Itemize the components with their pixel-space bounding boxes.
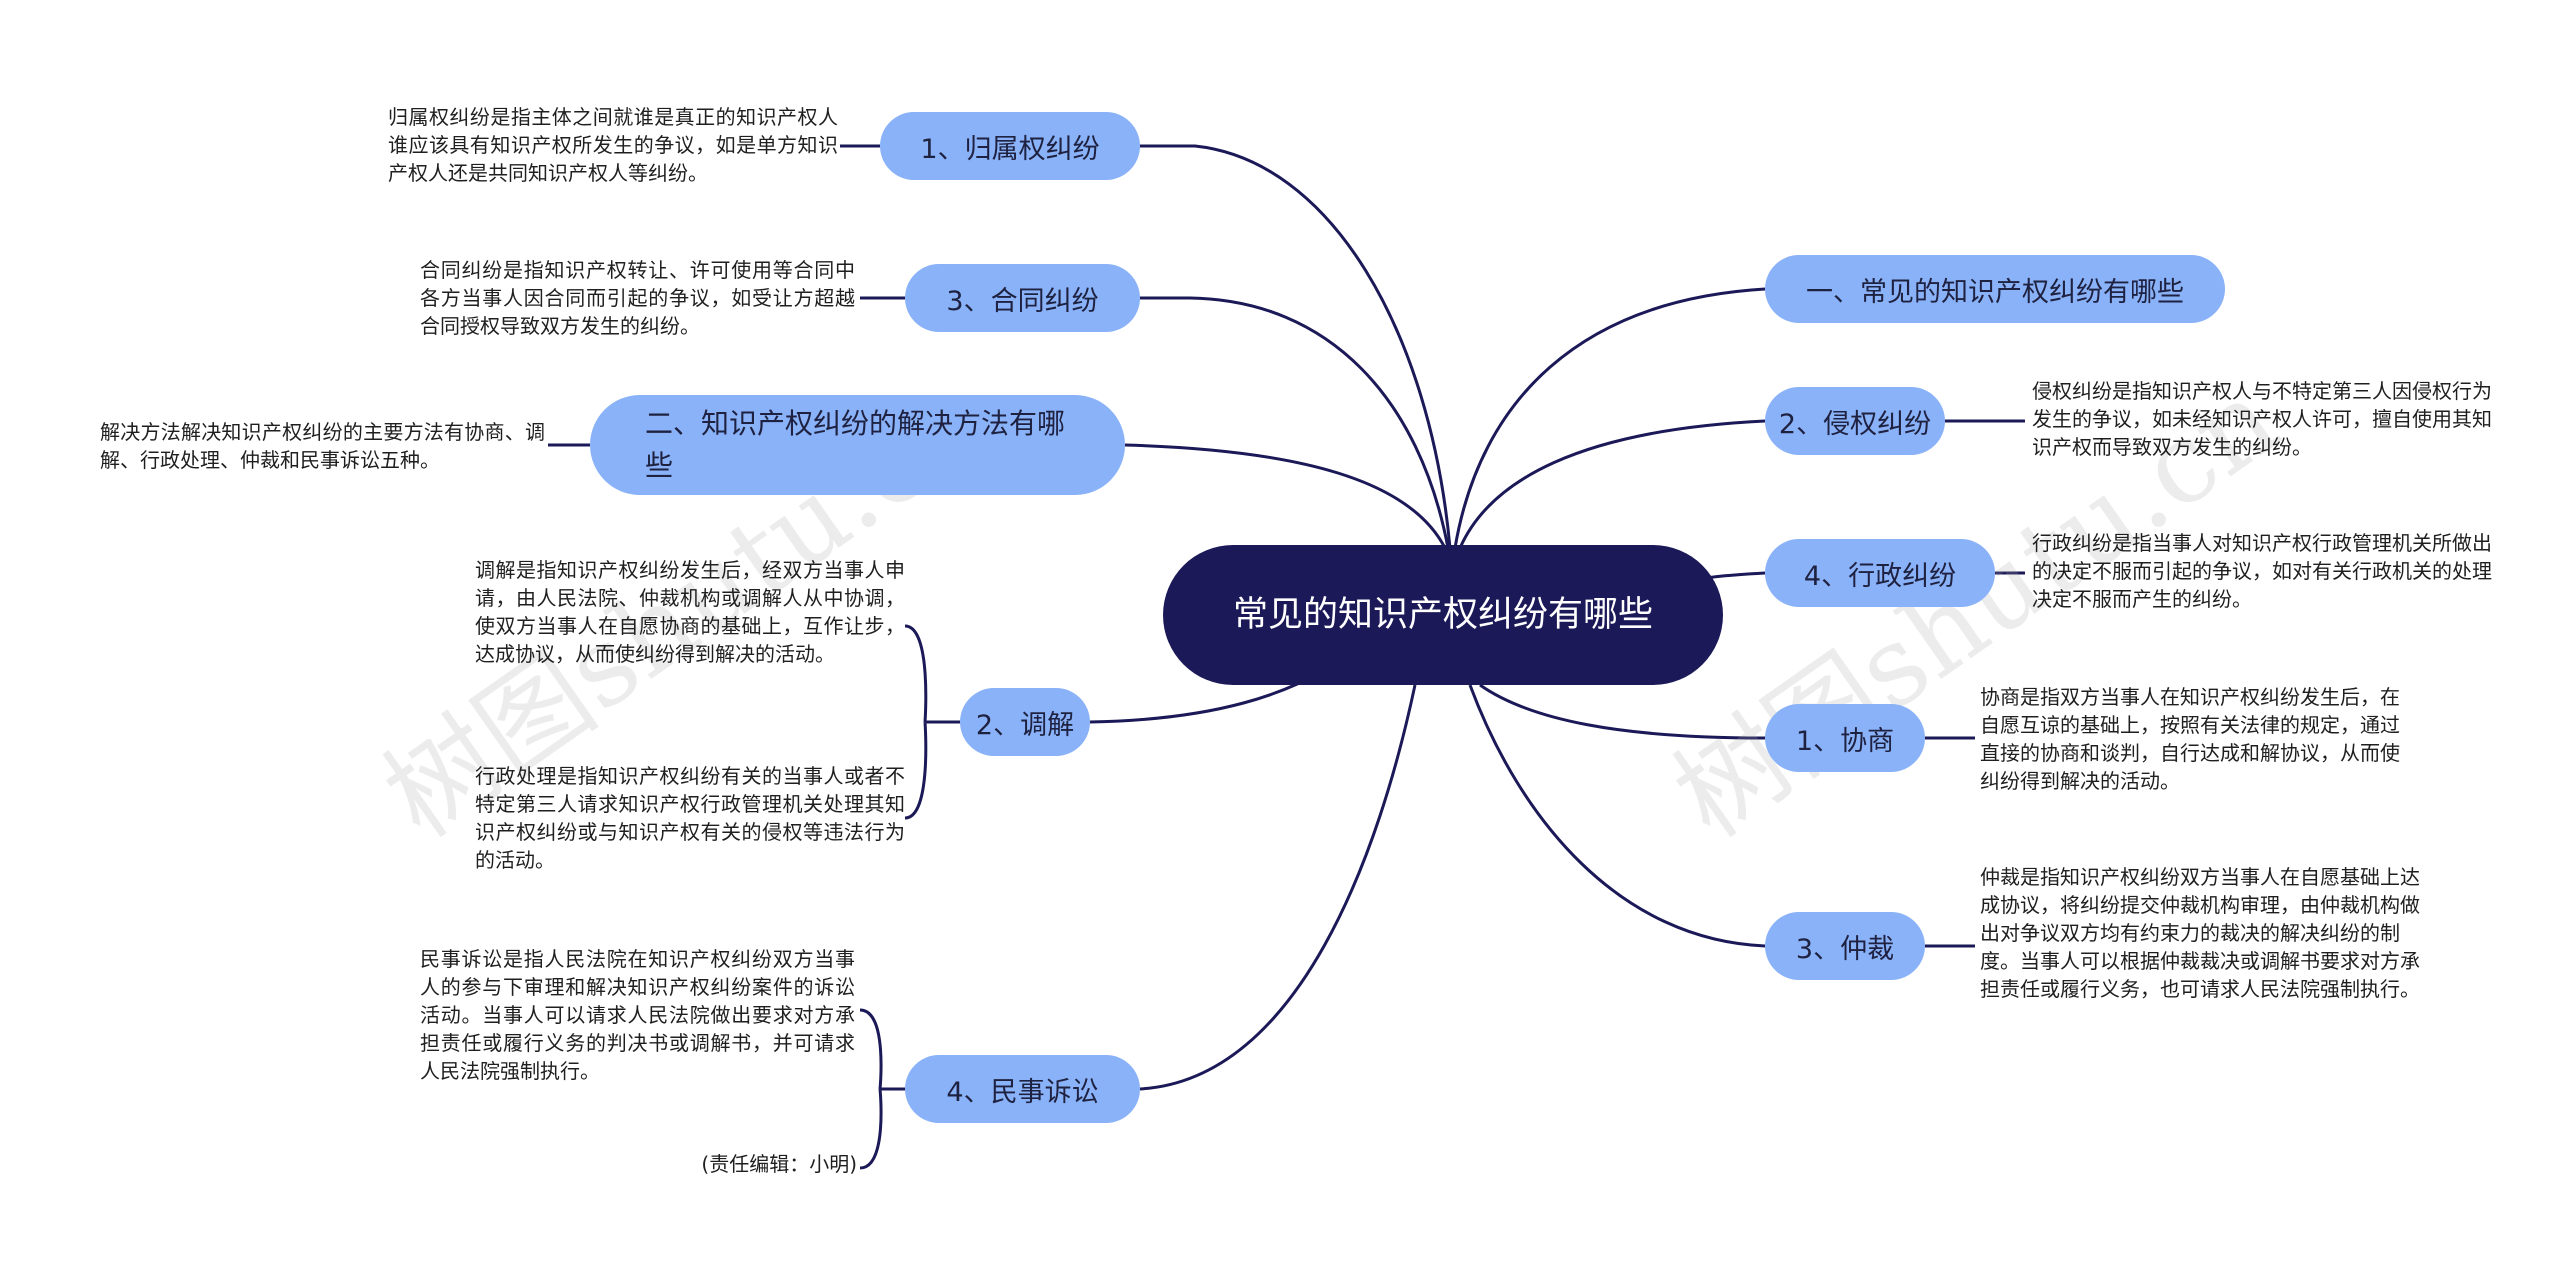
node-xieshang[interactable]: 1、协商 (1765, 704, 1925, 772)
leaf-tiaojie-1: 调解是指知识产权纠纷发生后，经双方当事人申请，由人民法院、仲裁机构或调解人从中协… (475, 558, 905, 666)
link-root-jiejue (1124, 443, 1447, 549)
bracket-minshi (859, 1008, 905, 1170)
leaf-minshi-editor: (责任编辑：小明) (701, 1152, 857, 1176)
node-guishu[interactable]: 1、归属权纠纷 (880, 112, 1140, 180)
root-node[interactable]: 常见的知识产权纠纷有哪些 (1163, 545, 1723, 685)
link-root-minshi (1139, 684, 1417, 1091)
leaf-jiejue: 解决方法解决知识产权纠纷的主要方法有协商、调解、行政处理、仲裁和民事诉讼五种。 (100, 420, 545, 472)
node-xingzheng[interactable]: 4、行政纠纷 (1765, 539, 1995, 607)
link-root-changjian (1453, 287, 1766, 549)
leaf-hetong: 合同纠纷是指知识产权转让、许可使用等合同中各方当事人因合同而引起的争议，如受让方… (420, 258, 855, 338)
link-root-xieshang (1479, 683, 1766, 740)
node-zhongcai[interactable]: 3、仲裁 (1765, 912, 1925, 980)
link-root-zhongcai (1468, 684, 1766, 948)
node-tiaojie[interactable]: 2、调解 (960, 688, 1090, 756)
leaf-xieshang: 协商是指双方当事人在知识产权纠纷发生后，在自愿互谅的基础上，按照有关法律的规定，… (1980, 685, 2400, 793)
leaf-guishu: 归属权纠纷是指主体之间就谁是真正的知识产权人谁应该具有知识产权所发生的争议，如是… (388, 105, 838, 185)
node-qinquan[interactable]: 2、侵权纠纷 (1765, 387, 1945, 455)
leaf-xingzheng: 行政纠纷是指当事人对知识产权行政管理机关所做出的决定不服而引起的争议，如对有关行… (2032, 531, 2492, 611)
leaf-tiaojie-2: 行政处理是指知识产权纠纷有关的当事人或者不特定第三人请求知识产权行政管理机关处理… (475, 764, 905, 872)
node-changjian[interactable]: 一、常见的知识产权纠纷有哪些 (1765, 255, 2225, 323)
bracket-tiaojie (904, 624, 960, 820)
leaf-qinquan: 侵权纠纷是指知识产权人与不特定第三人因侵权行为发生的争议，如未经知识产权人许可，… (2032, 379, 2492, 459)
node-minshi[interactable]: 4、民事诉讼 (905, 1055, 1140, 1123)
node-jiejue[interactable]: 二、知识产权纠纷的解决方法有哪些 (590, 395, 1125, 495)
link-root-qinquan (1458, 419, 1766, 549)
node-hetong[interactable]: 3、合同纠纷 (905, 264, 1140, 332)
leaf-zhongcai: 仲裁是指知识产权纠纷双方当事人在自愿基础上达成协议，将纠纷提交仲裁机构审理，由仲… (1980, 865, 2420, 1001)
link-root-guishu (1140, 144, 1452, 549)
leaf-minshi-1: 民事诉讼是指人民法院在知识产权纠纷双方当事人的参与下审理和解决知识产权纠纷案件的… (420, 947, 855, 1083)
link-root-hetong (1140, 296, 1450, 549)
